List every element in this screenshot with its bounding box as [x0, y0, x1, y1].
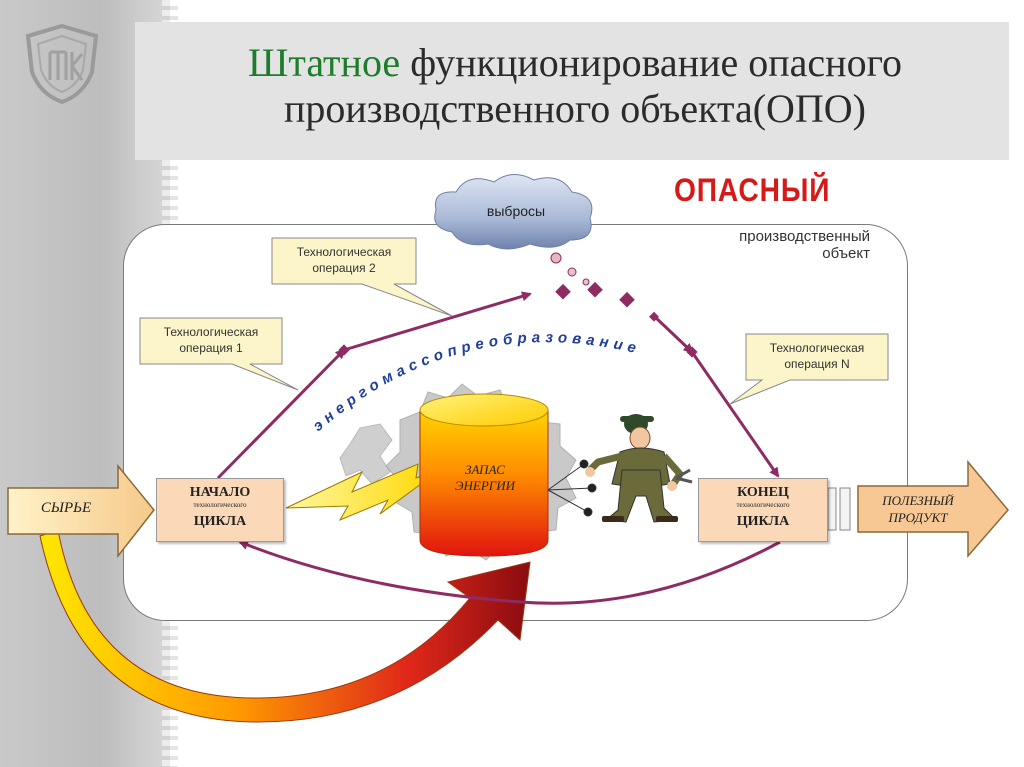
- product-arrow: [857, 459, 1009, 559]
- operation-n-label: Технологическая операция N: [746, 340, 888, 372]
- dangerous-label: ОПАСНЫЙ: [674, 172, 831, 208]
- operation-2-label: Технологическая операция 2: [272, 244, 416, 276]
- energy-store-cylinder: [419, 393, 549, 557]
- cloud-icon: [434, 174, 593, 250]
- cycle-start-top: НАЧАЛО: [189, 485, 251, 500]
- cycle-end-top: КОНЕЦ: [737, 485, 789, 500]
- page-title: Штатное функционирование опасного произв…: [150, 40, 1000, 132]
- callout-operation-1: [139, 317, 299, 391]
- production-object-label: производственный объект: [690, 228, 870, 262]
- return-flow-arrow: [238, 540, 781, 605]
- emissions-label: выбросы: [487, 203, 545, 219]
- title-line1-rest: функционирование опасного: [400, 40, 902, 85]
- end-cycle-separators: [827, 487, 851, 531]
- logo-shield-icon: [25, 23, 99, 105]
- emission-trail: [550, 252, 635, 308]
- flow-nodes: [338, 311, 698, 358]
- cycle-start-bottom: ЦИКЛА: [193, 514, 247, 529]
- raw-material-energy-arrow: [39, 529, 531, 723]
- production-object-line1: производственный: [739, 228, 870, 245]
- operation-1-line1: Технологическая: [163, 325, 259, 339]
- product-line1: ПОЛЕЗНЫЙ: [882, 493, 954, 508]
- operation-2-line1: Технологическая: [296, 245, 392, 259]
- operation-1-label: Технологическая операция 1: [140, 324, 282, 356]
- cycle-end-sub: технологического: [736, 501, 790, 509]
- operation-n-line1: Технологическая: [769, 341, 865, 355]
- callout-operation-n: [729, 333, 889, 405]
- product-line2: ПРОДУКТ: [888, 510, 948, 525]
- cycle-end-box: КОНЕЦ технологического ЦИКЛА: [698, 478, 828, 542]
- worker-icon: [585, 414, 693, 523]
- title-line2: производственного объекта(ОПО): [283, 86, 866, 131]
- energy-store-line2: ЭНЕРГИИ: [455, 478, 515, 493]
- operation-2-line2: операция 2: [312, 261, 376, 275]
- raw-material-arrow: [7, 463, 155, 559]
- cycle-start-box: НАЧАЛО технологического ЦИКЛА: [156, 478, 284, 542]
- raw-material-label: СЫРЬЕ: [40, 500, 92, 516]
- operation-1-line2: операция 1: [179, 341, 243, 355]
- operation-n-line2: операция N: [784, 357, 850, 371]
- product-label: ПОЛЕЗНЫЙ ПРОДУКТ: [868, 492, 968, 526]
- title-highlight: Штатное: [248, 40, 401, 85]
- energy-store-line1: ЗАПАС: [465, 462, 505, 477]
- cycle-end-bottom: ЦИКЛА: [736, 514, 790, 529]
- connection-wires: [547, 459, 597, 517]
- title-band: [135, 22, 1009, 160]
- energy-store-label: ЗАПАС ЭНЕРГИИ: [430, 462, 540, 494]
- cycle-start-sub: технологического: [193, 501, 247, 509]
- callout-operation-2: [271, 237, 453, 317]
- process-flow-arrows: [216, 291, 780, 480]
- production-object-line2: объект: [822, 245, 870, 262]
